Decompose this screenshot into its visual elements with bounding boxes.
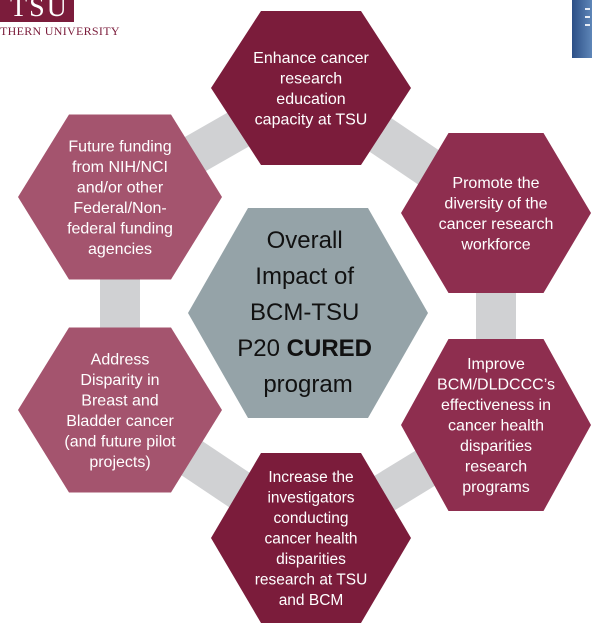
hexagon-bottom-shape bbox=[211, 453, 411, 623]
university-name: THERN UNIVERSITY bbox=[0, 24, 120, 38]
hexagon-upper-right-line: cancer research bbox=[439, 216, 554, 233]
hexagon-top-text: Enhance cancer research education capacity … bbox=[253, 50, 369, 128]
hexagon-bottom-text: Increase the investigators conducting cance… bbox=[255, 469, 368, 609]
hexagon-upper-left-line: Federal/Non- bbox=[73, 200, 166, 217]
hexagon-lower-left-shape bbox=[18, 327, 222, 493]
hexagon-upper-left-line: Future funding bbox=[68, 138, 171, 155]
center-hexagon-text: Overall Impact of BCM-TSU P20 CURED prog… bbox=[237, 227, 378, 398]
hexagon-upper-right: Promote the diversity of the cancer resear… bbox=[401, 133, 591, 293]
logo-text: TSU bbox=[10, 0, 69, 23]
hexagon-top-line: capacity at TSU bbox=[255, 111, 368, 128]
hexagon-upper-left-line: from NIH/NCI bbox=[72, 159, 168, 176]
hexagon-bottom-line: conducting bbox=[274, 510, 349, 527]
hexagon-lower-right-shape bbox=[401, 339, 591, 511]
hexagon-upper-left-shape bbox=[18, 114, 222, 280]
center-line-1: Overall bbox=[267, 227, 343, 254]
hexagon-upper-left-line: and/or other bbox=[77, 179, 164, 196]
corner-logo-icon bbox=[572, 0, 592, 58]
hexagon-bottom-line: research at TSU bbox=[255, 571, 368, 588]
hexagon-upper-right-line: Promote the bbox=[452, 175, 539, 192]
hexagon-lower-right-line: cancer health bbox=[448, 418, 544, 435]
hexagon-upper-right-line: diversity of the bbox=[444, 195, 547, 212]
hexagon-lower-right-line: effectiveness in bbox=[441, 397, 551, 414]
hexagon-top-line: education bbox=[276, 91, 345, 108]
center-line-3: BCM-TSU bbox=[250, 299, 359, 326]
hexagon-lower-left-line: Disparity in bbox=[80, 372, 159, 389]
hexagon-bottom-line: cancer health bbox=[264, 530, 357, 547]
tsu-logo: TSU bbox=[0, 0, 74, 22]
hexagon-lower-right-line: disparities bbox=[460, 438, 532, 455]
hexagon-lower-left-line: projects) bbox=[89, 454, 150, 471]
hexagon-upper-left-line: agencies bbox=[88, 241, 152, 258]
hexagon-upper-right-shape bbox=[401, 133, 591, 293]
hexagon-lower-left-line: Breast and bbox=[81, 392, 158, 409]
hexagon-bottom-line: Increase the bbox=[268, 469, 353, 486]
center-hexagon-shape bbox=[188, 208, 428, 418]
center-line-4-prefix: P20 bbox=[237, 335, 286, 362]
hexagon-lower-right-line: Improve bbox=[467, 356, 525, 373]
center-line-4: P20 CURED bbox=[237, 335, 372, 362]
hexagon-lower-left-line: Address bbox=[91, 351, 150, 368]
outer-hexagons: Enhance cancer research education capacity … bbox=[18, 11, 591, 623]
hexagon-lower-left-line: Bladder cancer bbox=[66, 413, 174, 430]
hexagon-top-shape bbox=[211, 11, 411, 165]
hexagon-top-line: Enhance cancer bbox=[253, 50, 369, 67]
center-line-5: program bbox=[263, 371, 352, 398]
hexagon-lower-left-line: (and future pilot bbox=[64, 433, 176, 450]
hexagon-lower-right-line: programs bbox=[462, 479, 530, 496]
hexagon-lower-right-line: BCM/DLDCCC’s bbox=[437, 377, 555, 394]
hexagon-bottom-line: and BCM bbox=[279, 592, 344, 609]
hexagon-lower-right-line: research bbox=[465, 459, 527, 476]
hexagon-bottom-line: disparities bbox=[276, 551, 346, 568]
center-hexagon: Overall Impact of BCM-TSU P20 CURED prog… bbox=[188, 208, 428, 418]
hexagon-upper-right-text: Promote the diversity of the cancer resear… bbox=[439, 175, 554, 254]
hexagon-upper-right-line: workforce bbox=[460, 236, 530, 253]
hexagon-bottom: Increase the investigators conducting cance… bbox=[211, 453, 411, 623]
cured-label: CURED bbox=[287, 335, 372, 362]
hexagon-upper-left-line: federal funding bbox=[67, 220, 173, 237]
hexagon-top: Enhance cancer research education capacity … bbox=[211, 11, 411, 165]
hexagon-bottom-line: investigators bbox=[267, 489, 354, 506]
center-line-2: Impact of bbox=[255, 263, 354, 290]
hexagon-top-line: research bbox=[280, 70, 342, 87]
